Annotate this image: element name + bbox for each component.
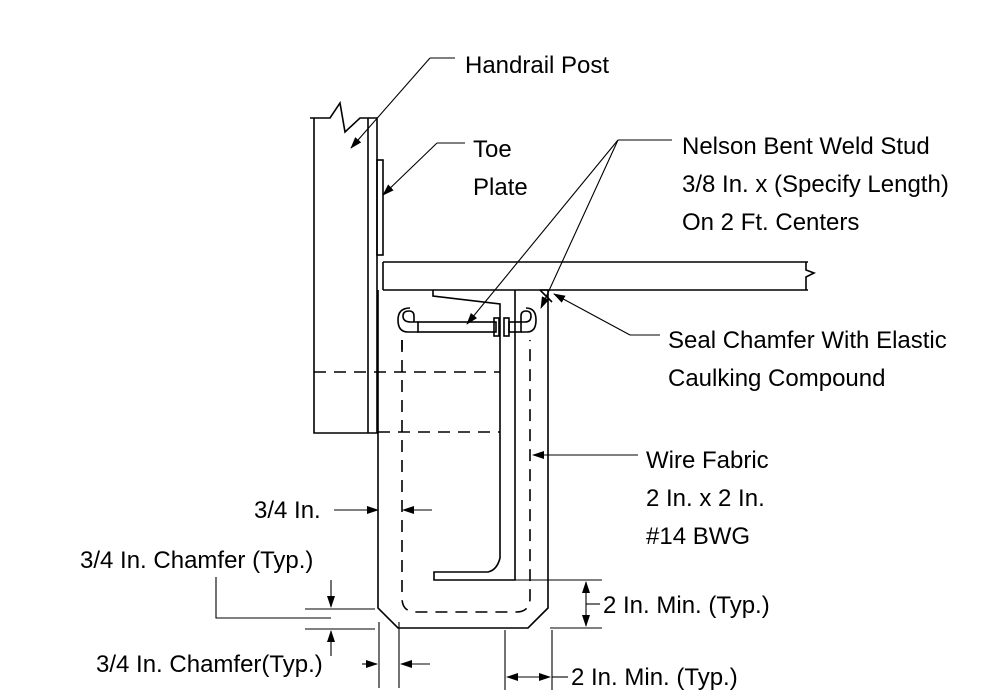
label-wire-line1: Wire Fabric [646, 447, 769, 474]
dim-two-in-bottom [504, 630, 568, 690]
wire-fabric [401, 340, 531, 613]
label-seal-line2: Caulking Compound [668, 365, 885, 392]
label-two-in-min-bottom: 2 In. Min. (Typ.) [571, 664, 738, 691]
leader-toe-plate [382, 142, 465, 196]
label-handrail-post: Handrail Post [465, 52, 609, 79]
curb-outline [377, 289, 553, 629]
steel-angle [432, 290, 516, 581]
dim-chamfer-horizontal [362, 622, 430, 688]
leader-weld-stud [466, 139, 672, 325]
label-stud-line1: Nelson Bent Weld Stud [682, 133, 930, 160]
dim-two-in-right [515, 579, 602, 629]
leader-handrail-post [350, 57, 455, 149]
handrail-post [310, 100, 500, 434]
label-seal-line1: Seal Chamfer With Elastic [668, 327, 947, 354]
label-dim-three-quarter: 3/4 In. [254, 497, 321, 524]
toe-plate [376, 159, 384, 256]
label-wire-line2: 2 In. x 2 In. [646, 485, 765, 512]
label-chamfer-top: 3/4 In. Chamfer (Typ.) [80, 547, 313, 574]
leader-seal-chamfer [553, 293, 660, 336]
label-chamfer-bottom: 3/4 In. Chamfer(Typ.) [96, 651, 323, 678]
label-two-in-min-right: 2 In. Min. (Typ.) [603, 592, 770, 619]
label-stud-line3: On 2 Ft. Centers [682, 209, 859, 236]
label-wire-line3: #14 BWG [646, 523, 750, 550]
dim-chamfer-vertical [215, 577, 375, 656]
weld-stud-right [503, 307, 537, 337]
deck-slab [382, 261, 816, 291]
label-stud-line2: 3/8 In. x (Specify Length) [682, 171, 949, 198]
weld-stud-left [397, 307, 500, 337]
label-toe-line1: Toe [473, 136, 512, 163]
label-toe-line2: Plate [473, 174, 528, 201]
